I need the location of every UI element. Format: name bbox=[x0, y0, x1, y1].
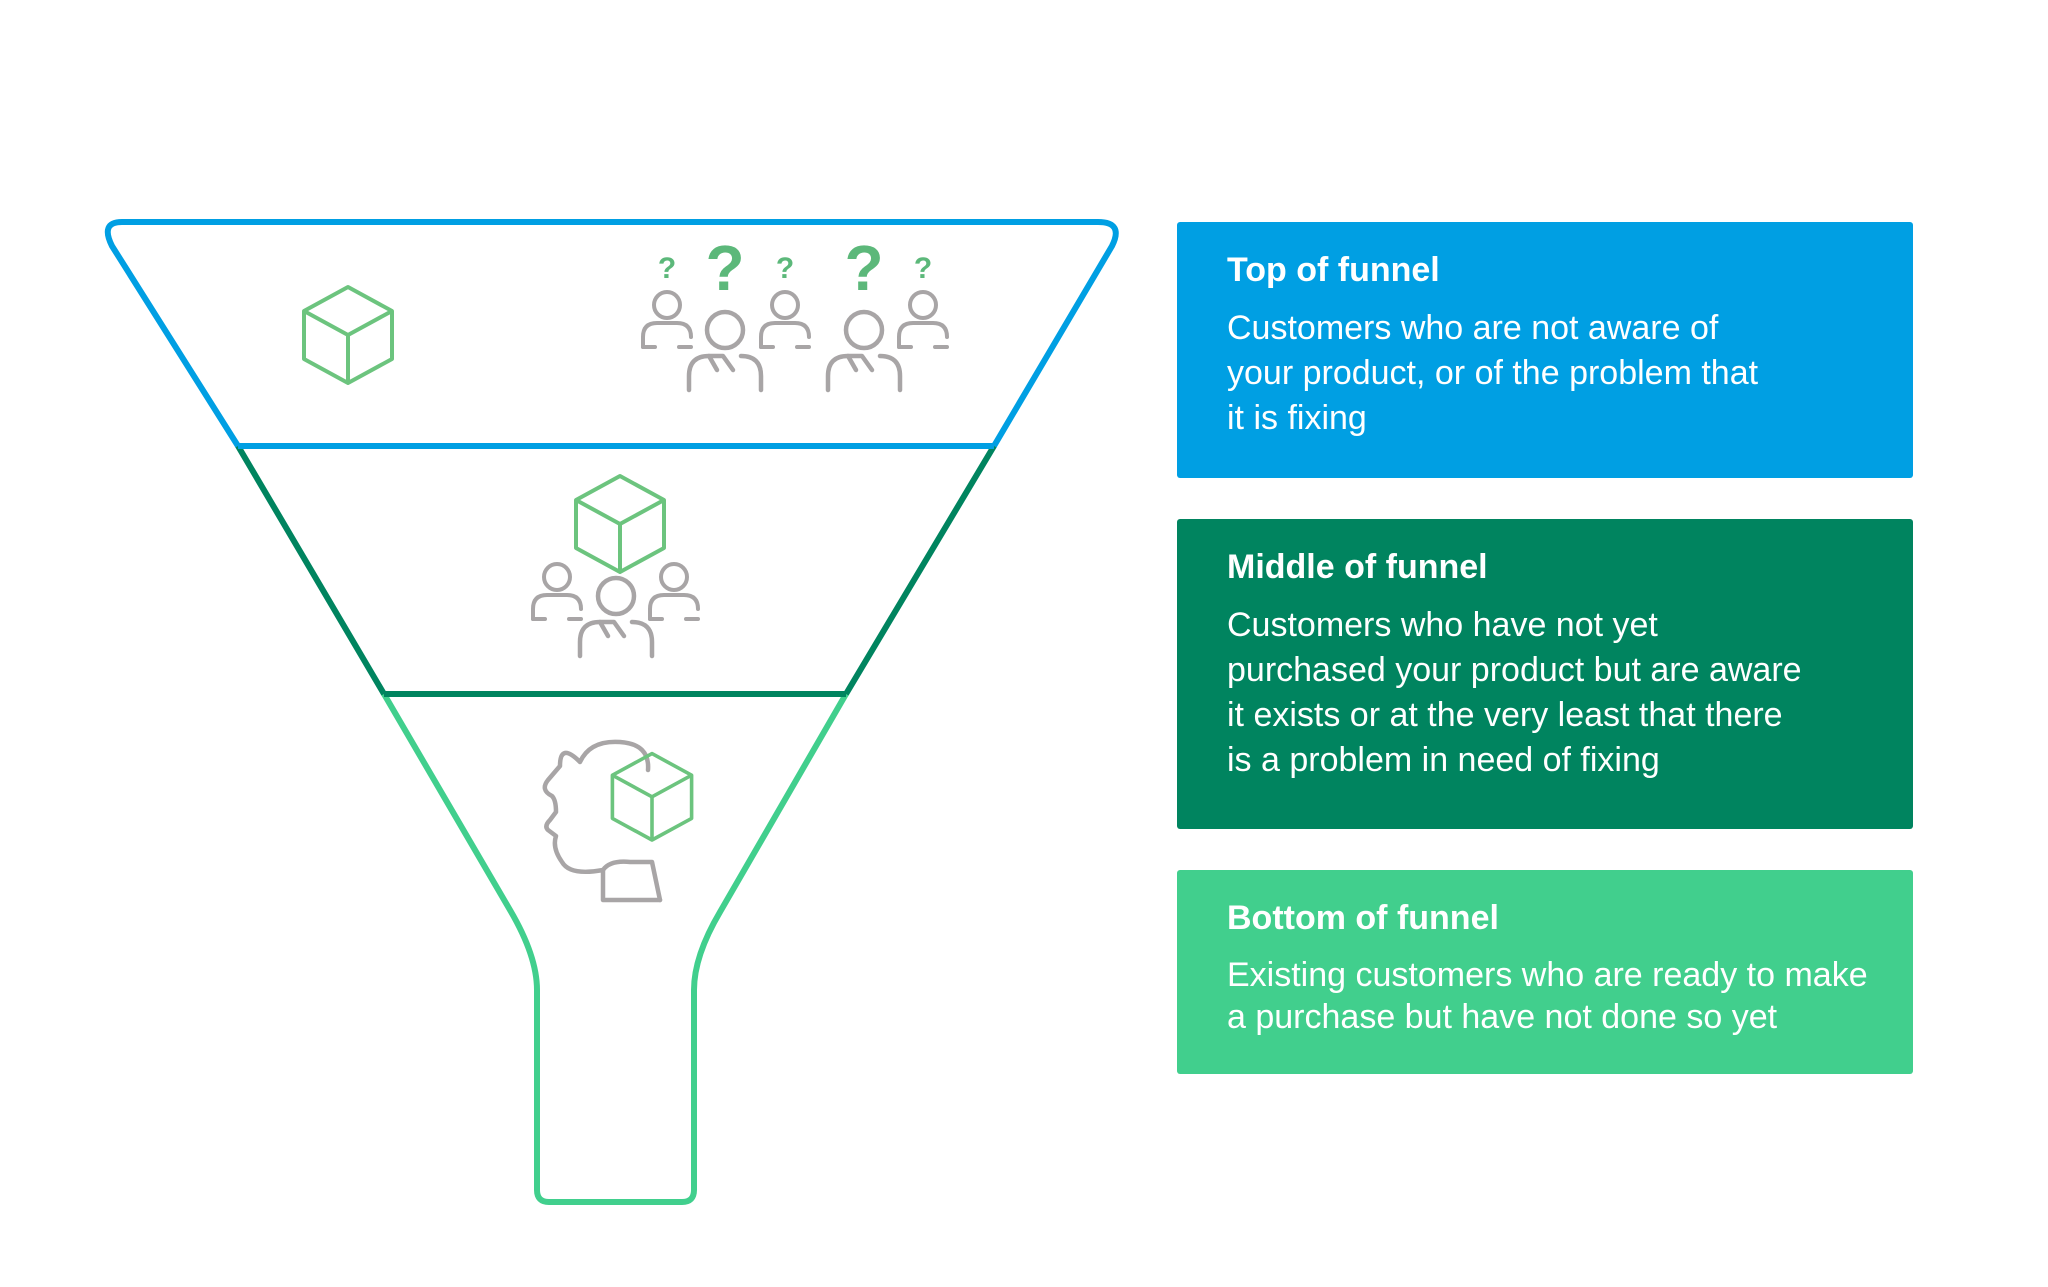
person-icon bbox=[580, 578, 652, 656]
bottom-stage-icons bbox=[542, 739, 694, 903]
description-line: Customers who are not aware of bbox=[1227, 309, 1719, 347]
middle-of-funnel-card: Middle of funnel Customers who have not … bbox=[1177, 519, 1913, 829]
top-of-funnel-description: Customers who are not aware of your prod… bbox=[1227, 306, 1873, 441]
funnel-top-section bbox=[104, 219, 1119, 449]
person-icon bbox=[828, 312, 900, 390]
middle-stage-icons bbox=[531, 474, 700, 656]
description-line: purchased your product but are aware bbox=[1227, 651, 1802, 689]
middle-of-funnel-title: Middle of funnel bbox=[1227, 548, 1488, 586]
description-line: it exists or at the very least that ther… bbox=[1227, 696, 1783, 734]
funnel-bottom-section bbox=[381, 691, 849, 1205]
box-icon bbox=[610, 751, 694, 842]
top-of-funnel-card: Top of funnel Customers who are not awar… bbox=[1177, 222, 1913, 478]
top-stage-icons: ? ? ? ? ? bbox=[302, 232, 949, 390]
person-icon bbox=[759, 290, 811, 349]
box-icon bbox=[574, 474, 666, 574]
question-mark-icon: ? bbox=[844, 232, 883, 304]
bottom-of-funnel-description: Existing customers who are ready to make… bbox=[1227, 954, 1873, 1038]
person-icon bbox=[689, 312, 761, 390]
middle-of-funnel-description: Customers who have not yet purchased you… bbox=[1227, 603, 1873, 783]
description-line: your product, or of the problem that bbox=[1227, 354, 1759, 392]
box-icon bbox=[302, 285, 394, 385]
person-icon bbox=[531, 562, 583, 621]
description-line: is a problem in need of fixing bbox=[1227, 741, 1660, 779]
description-line: Customers who have not yet bbox=[1227, 606, 1658, 644]
person-icon bbox=[648, 562, 700, 621]
person-icon bbox=[641, 290, 693, 349]
bottom-of-funnel-card: Bottom of funnel Existing customers who … bbox=[1177, 870, 1913, 1074]
question-mark-icon: ? bbox=[914, 252, 932, 285]
funnel-diagram: ? ? ? ? ? bbox=[104, 219, 1119, 1205]
question-mark-icon: ? bbox=[658, 252, 676, 285]
person-icon bbox=[897, 290, 949, 349]
description-line: Existing customers who are ready to make bbox=[1227, 956, 1868, 994]
description-line: a purchase but have not done so yet bbox=[1227, 998, 1778, 1036]
question-mark-icon: ? bbox=[776, 252, 794, 285]
description-line: it is fixing bbox=[1227, 399, 1367, 437]
head-icon bbox=[542, 739, 663, 903]
top-of-funnel-title: Top of funnel bbox=[1227, 251, 1440, 289]
bottom-of-funnel-title: Bottom of funnel bbox=[1227, 899, 1499, 937]
question-mark-icon: ? bbox=[705, 232, 744, 304]
